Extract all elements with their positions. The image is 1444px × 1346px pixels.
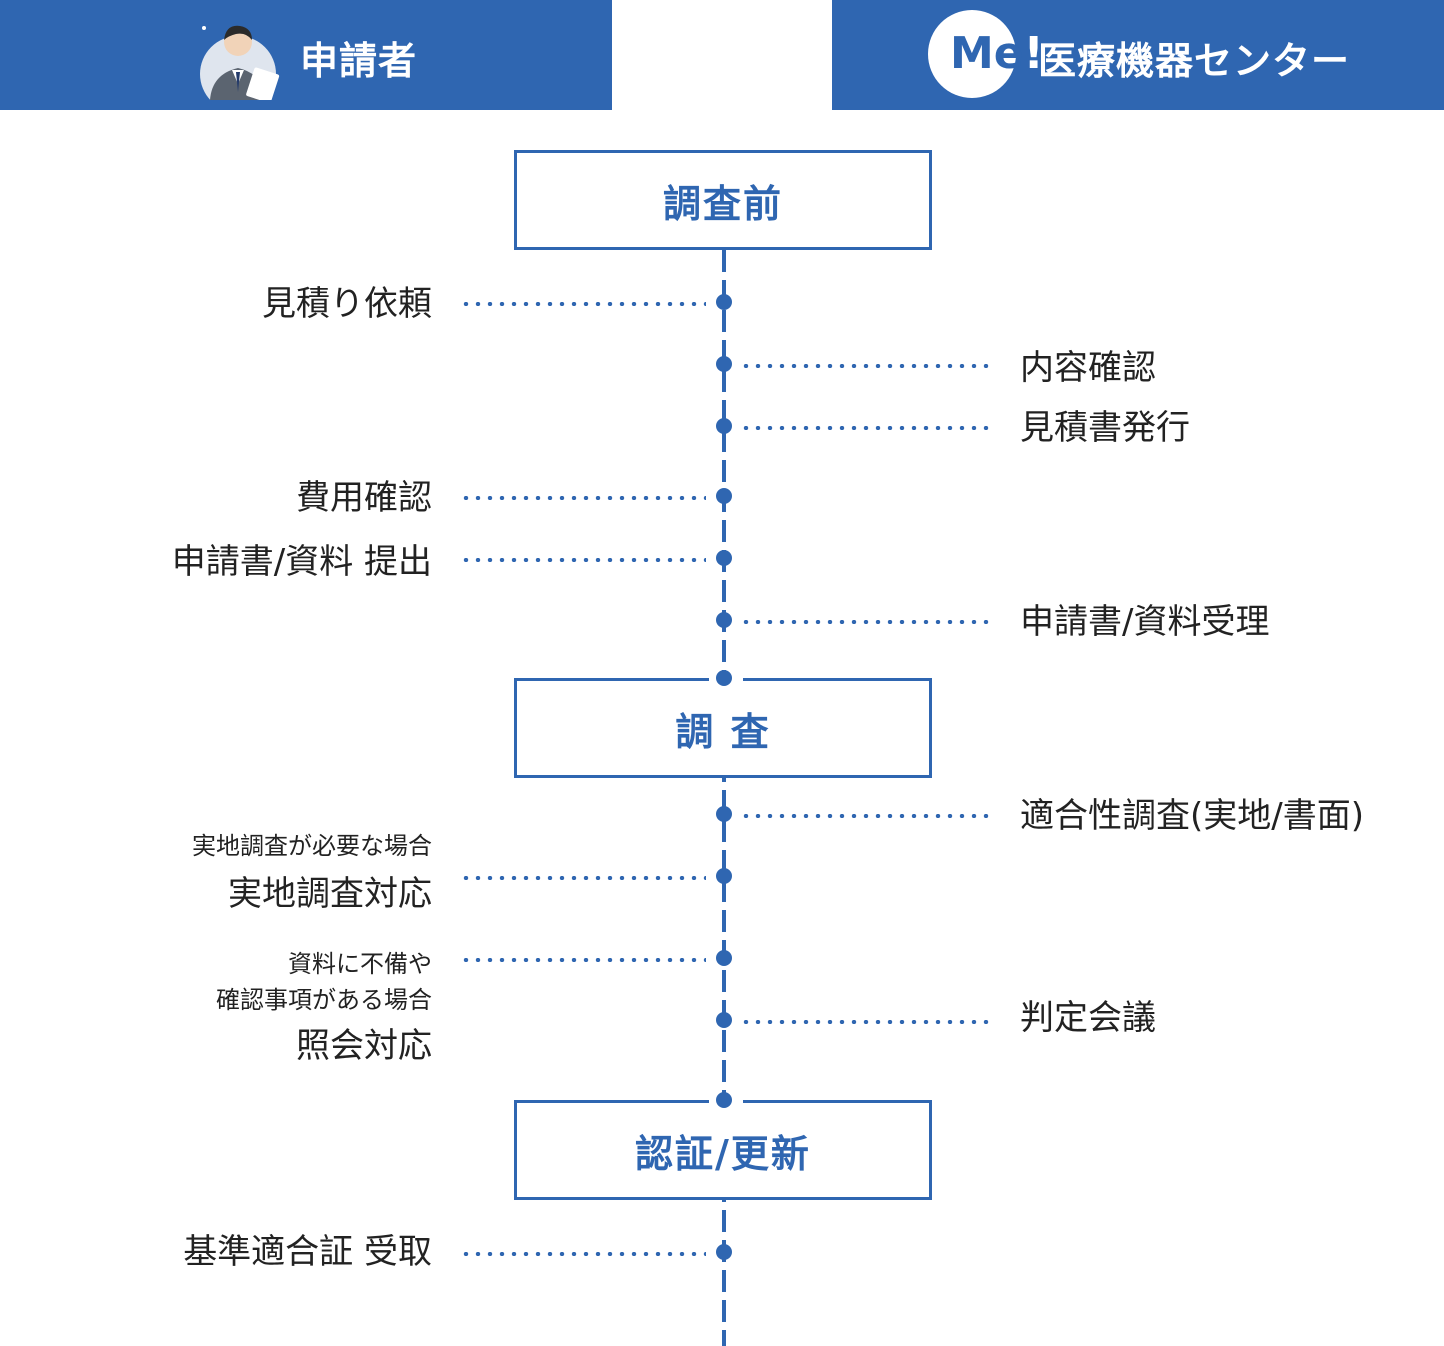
timeline-spine xyxy=(722,250,726,1346)
step-onsite-response: 実地調査対応 xyxy=(228,874,432,914)
step-submit-documents: 申請書/資料 提出 xyxy=(171,542,432,582)
step-dot xyxy=(716,612,732,628)
leader-right xyxy=(740,1020,992,1024)
step-conformity-survey: 適合性調査(実地/書面) xyxy=(1020,796,1364,836)
stage-pre-survey: 調査前 xyxy=(514,150,932,250)
logo-text: Me xyxy=(950,28,1024,79)
stage-dot xyxy=(716,670,732,686)
logo-tail: ! xyxy=(1023,28,1044,79)
step-estimate-issue: 見積書発行 xyxy=(1020,408,1190,448)
leader-left xyxy=(460,876,706,880)
leader-right xyxy=(740,620,992,624)
step-decision-meeting: 判定会議 xyxy=(1020,998,1156,1038)
step-dot xyxy=(716,950,732,966)
leader-left xyxy=(460,302,706,306)
stage-survey: 調 査 xyxy=(514,678,932,778)
stage-pre-survey-label: 調査前 xyxy=(662,181,783,226)
leader-right xyxy=(740,364,992,368)
step-dot xyxy=(716,806,732,822)
step-dot xyxy=(716,1012,732,1028)
stage-certification: 認証/更新 xyxy=(514,1100,932,1200)
leader-left xyxy=(460,1252,706,1256)
leader-left xyxy=(460,958,706,962)
stage-survey-label: 調 査 xyxy=(675,709,771,754)
step-dot xyxy=(716,294,732,310)
center-logo: Me! xyxy=(928,10,1044,98)
businessman-icon xyxy=(200,25,280,100)
stage-dot xyxy=(716,1092,732,1108)
step-receive-certificate: 基準適合証 受取 xyxy=(183,1232,432,1272)
step-dot xyxy=(716,550,732,566)
step-inquiry-response: 照会対応 xyxy=(296,1026,432,1066)
applicant-header: 申請者 xyxy=(0,0,612,110)
step-dot xyxy=(716,356,732,372)
center-title: 医療機器センター xyxy=(1038,39,1351,83)
inquiry-note-1: 資料に不備や xyxy=(288,950,432,978)
leader-left xyxy=(460,496,706,500)
step-estimate-request: 見積り依頼 xyxy=(262,284,432,324)
onsite-note: 実地調査が必要な場合 xyxy=(192,832,432,860)
stage-certification-label: 認証/更新 xyxy=(635,1131,811,1176)
step-dot xyxy=(716,1244,732,1260)
inquiry-note-2: 確認事項がある場合 xyxy=(216,986,432,1014)
step-dot xyxy=(716,418,732,434)
leader-right xyxy=(740,426,992,430)
leader-left xyxy=(460,558,706,562)
applicant-title: 申請者 xyxy=(300,39,418,83)
step-dot xyxy=(716,868,732,884)
step-cost-check: 費用確認 xyxy=(296,478,432,518)
leader-right xyxy=(740,814,992,818)
step-accept-documents: 申請書/資料受理 xyxy=(1020,602,1270,642)
step-dot xyxy=(716,488,732,504)
step-content-check: 内容確認 xyxy=(1020,348,1156,388)
